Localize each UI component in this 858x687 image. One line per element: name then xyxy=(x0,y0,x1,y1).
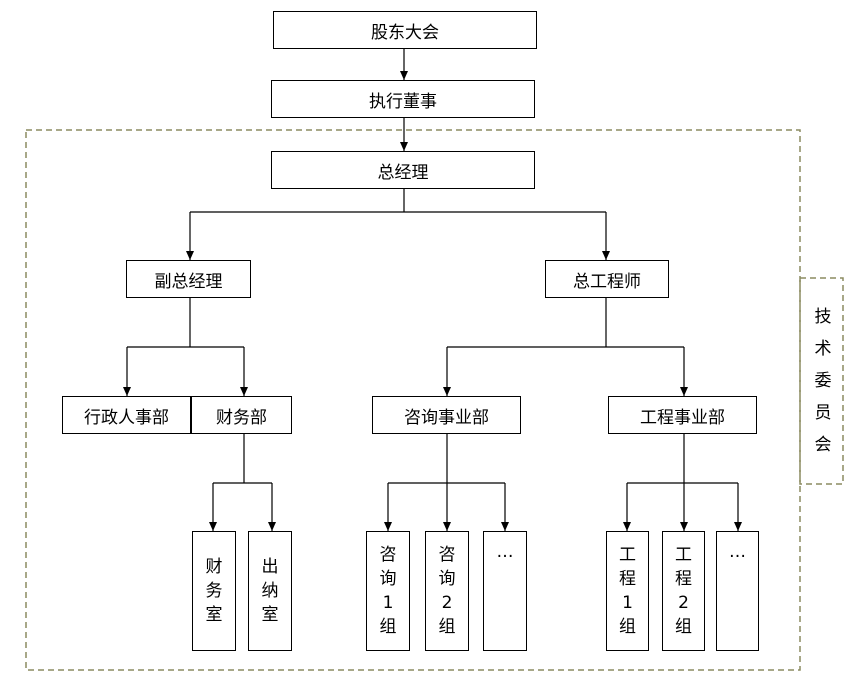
char: 组 xyxy=(379,617,397,637)
node-label: 执行董事 xyxy=(369,91,437,112)
technical-committee: 技 术 委 员 会 xyxy=(803,278,843,484)
node-label: 工程事业部 xyxy=(640,407,725,428)
char: 1 xyxy=(622,593,633,613)
char: 工 xyxy=(675,545,692,565)
node-deputy-general-manager: 副总经理 xyxy=(126,260,251,298)
char: 财 xyxy=(205,557,223,577)
char: 咨 xyxy=(379,545,397,565)
node-label: 总工程师 xyxy=(573,271,641,292)
node-label: 股东大会 xyxy=(371,22,439,43)
char: 咨 xyxy=(438,545,456,565)
node-engineering-more: … xyxy=(716,531,759,651)
node-consulting-dept: 咨询事业部 xyxy=(372,396,521,434)
char: 组 xyxy=(619,617,636,637)
node-label: 财务部 xyxy=(216,407,267,428)
char: 组 xyxy=(438,617,456,637)
ellipsis-label: … xyxy=(496,542,514,562)
node-consulting-more: … xyxy=(483,531,527,651)
node-finance-office: 财 务 室 xyxy=(192,531,236,651)
node-label: 行政人事部 xyxy=(84,407,169,428)
node-label: 副总经理 xyxy=(154,271,223,292)
node-chief-engineer: 总工程师 xyxy=(545,260,669,298)
node-general-manager: 总经理 xyxy=(271,151,535,189)
char: 室 xyxy=(205,605,223,625)
char: 出 xyxy=(261,557,279,577)
char: 纳 xyxy=(261,581,279,601)
node-label: 咨询事业部 xyxy=(404,407,489,428)
node-executive-director: 执行董事 xyxy=(271,80,535,118)
node-engineering-group-1: 工 程 1 组 xyxy=(606,531,649,651)
char: 程 xyxy=(675,569,692,589)
char: 2 xyxy=(441,593,453,613)
node-label: 总经理 xyxy=(377,162,429,183)
char: 程 xyxy=(619,569,636,589)
char: 1 xyxy=(382,593,394,613)
node-admin-hr-dept: 行政人事部 xyxy=(62,396,191,434)
char: 询 xyxy=(379,569,397,589)
char: 组 xyxy=(675,617,692,637)
node-cashier-office: 出 纳 室 xyxy=(248,531,292,651)
char: 务 xyxy=(205,581,223,601)
node-engineering-group-2: 工 程 2 组 xyxy=(662,531,705,651)
node-engineering-dept: 工程事业部 xyxy=(608,396,757,434)
node-shareholders: 股东大会 xyxy=(273,11,537,49)
node-consulting-group-2: 咨 询 2 组 xyxy=(425,531,469,651)
char: 技 xyxy=(814,307,832,327)
char: 询 xyxy=(438,569,456,589)
ellipsis-label: … xyxy=(729,542,746,562)
tech-committee-dashed-boundary xyxy=(799,277,844,485)
char: 员 xyxy=(814,403,832,423)
char: 会 xyxy=(814,435,832,455)
node-consulting-group-1: 咨 询 1 组 xyxy=(366,531,410,651)
char: 委 xyxy=(814,371,832,391)
node-finance-dept: 财务部 xyxy=(191,396,292,434)
char: 室 xyxy=(261,605,279,625)
char: 2 xyxy=(678,593,689,613)
char: 术 xyxy=(814,339,832,359)
char: 工 xyxy=(619,545,636,565)
